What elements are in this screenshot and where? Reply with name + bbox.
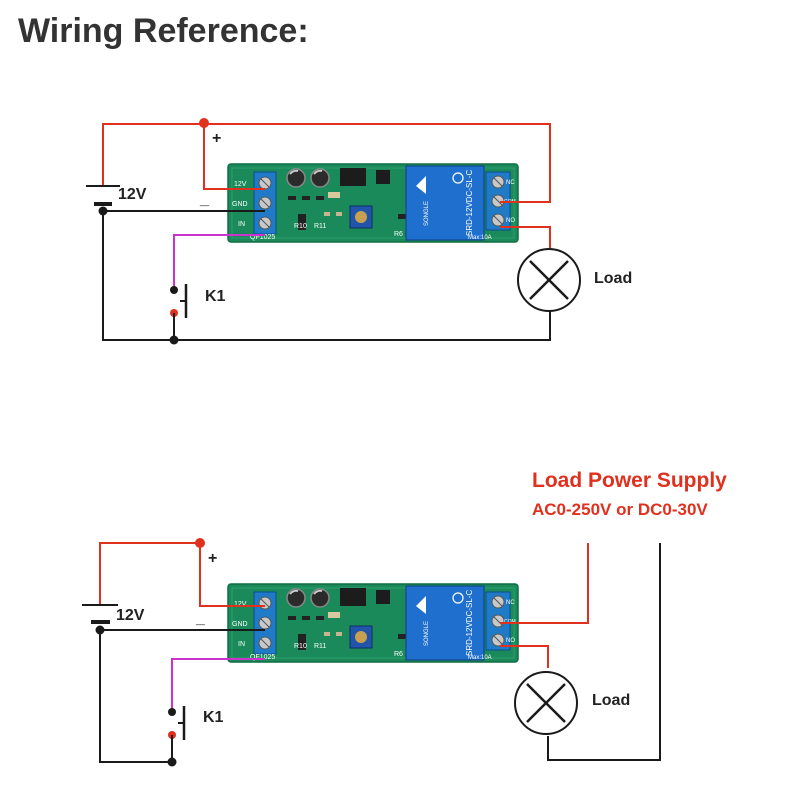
part-label-r6: R6 xyxy=(394,231,403,238)
relay-model: SRD-12VDC-SL-C xyxy=(465,590,474,656)
positive-junction-bottom xyxy=(195,538,205,548)
relay-brand: SONGLE xyxy=(424,621,430,646)
part-label-r6: R6 xyxy=(394,651,403,658)
load-label-bottom: Load xyxy=(592,692,630,709)
rating-label: Max:10A xyxy=(468,235,492,241)
pin-label-in: IN xyxy=(238,641,245,648)
part-label-r11: R11 xyxy=(314,223,326,230)
page-title: Wiring Reference: xyxy=(18,12,309,50)
pin-label-nc: NC xyxy=(506,180,515,186)
load-label-top: Load xyxy=(594,270,632,287)
plus-label-bottom: + xyxy=(208,550,217,567)
pin-label-gnd: GND xyxy=(232,621,248,628)
part-label-r11: R11 xyxy=(314,643,326,650)
switch-label-top: K1 xyxy=(205,288,226,305)
load-lamp-top xyxy=(516,247,582,313)
rating-label: Max:10A xyxy=(468,655,492,661)
battery-label-bottom: 12V xyxy=(116,607,145,624)
board-model-label: QF1025 xyxy=(250,654,275,661)
board-top: QF1025 12V GND IN NC COM NO SONGLE SRD-1… xyxy=(227,163,519,243)
board-bottom: QF1025 12V GND IN NC COM NO SONGLE SRD-1… xyxy=(227,583,519,663)
supply-wire-bottom xyxy=(500,543,589,624)
return-wire-top xyxy=(102,212,551,341)
load-lamp-bottom xyxy=(513,670,579,736)
return-wire-bottom xyxy=(99,631,172,763)
board-model-label: QF1025 xyxy=(250,234,275,241)
minus-label-bottom: _ xyxy=(195,610,206,627)
battery-label-top: 12V xyxy=(118,186,147,203)
pin-label-gnd: GND xyxy=(232,201,248,208)
gnd-junction-bottom xyxy=(95,625,105,635)
diagram-top: QF1025 12V GND IN NC COM NO SONGLE SRD-1… xyxy=(86,118,632,345)
pin-label-in: IN xyxy=(238,221,245,228)
signal-wire-top xyxy=(173,234,265,290)
positive-wire-top xyxy=(102,123,551,203)
signal-wire-bottom xyxy=(171,658,265,712)
switch-k1-top xyxy=(170,284,188,340)
gnd-junction-top xyxy=(98,206,108,216)
positive-wire-board-top xyxy=(203,124,265,190)
part-label-r10: R10 xyxy=(294,223,307,230)
load-power-supply-title: Load Power Supply xyxy=(532,469,727,492)
pin-label-12v: 12V xyxy=(234,601,247,608)
positive-junction-top xyxy=(199,118,209,128)
pin-label-nc: NC xyxy=(506,600,515,606)
load-power-supply-range: AC0-250V or DC0-30V xyxy=(532,500,708,519)
load-wire-top xyxy=(500,226,551,248)
pin-label-12v: 12V xyxy=(234,181,247,188)
plus-label-top: + xyxy=(212,130,221,147)
supply-return-wire-bottom xyxy=(547,543,661,761)
switch-label-bottom: K1 xyxy=(203,709,224,726)
pin-label-no: NO xyxy=(506,218,515,224)
part-label-r10: R10 xyxy=(294,643,307,650)
diagram-bottom: QF1025 12V GND IN NC COM NO SONGLE SRD-1… xyxy=(82,538,661,767)
switch-k1-bottom xyxy=(167,706,186,767)
relay-brand: SONGLE xyxy=(424,201,430,226)
pin-label-no: NO xyxy=(506,638,515,644)
load-wire-bottom xyxy=(500,645,549,668)
minus-label-top: _ xyxy=(199,191,210,208)
relay-model: SRD-12VDC-SL-C xyxy=(465,170,474,236)
